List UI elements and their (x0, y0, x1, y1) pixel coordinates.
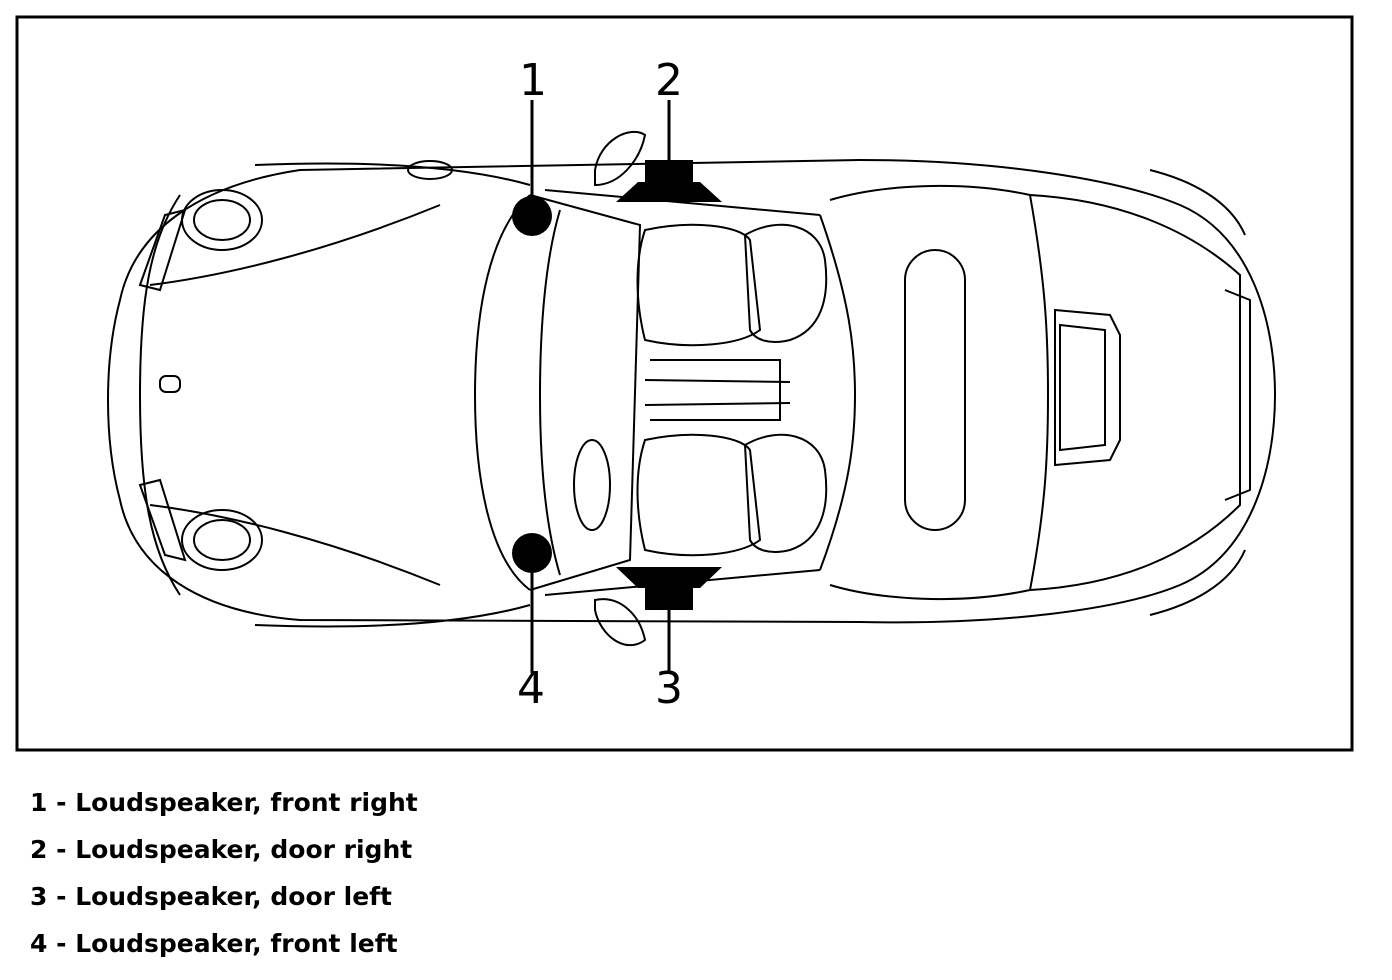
legend-item: 1 - Loudspeaker, front right (30, 788, 730, 835)
diagram-figure: 1 2 3 4 (15, 15, 1354, 752)
legend-separator: - (47, 882, 76, 911)
legend-item-number: 4 (30, 929, 48, 958)
legend-item-label: Loudspeaker, front right (75, 788, 418, 817)
legend-item: 2 - Loudspeaker, door right (30, 835, 730, 882)
car-top-view-diagram (15, 15, 1354, 752)
diagram-frame (15, 15, 1354, 752)
legend-item-number: 1 (30, 788, 48, 817)
speaker-2-marker (616, 160, 722, 202)
legend-item-number: 2 (30, 835, 48, 864)
legend-item: 4 - Loudspeaker, front left (30, 929, 730, 976)
speaker-1-marker (512, 196, 552, 236)
legend-item-label: Loudspeaker, front left (75, 929, 398, 958)
callout-number-4: 4 (517, 663, 545, 714)
legend: 1 - Loudspeaker, front right 2 - Loudspe… (30, 788, 730, 976)
legend-item-label: Loudspeaker, door left (75, 882, 392, 911)
legend-item: 3 - Loudspeaker, door left (30, 882, 730, 929)
legend-item-number: 3 (30, 882, 48, 911)
legend-item-label: Loudspeaker, door right (75, 835, 413, 864)
legend-separator: - (47, 929, 76, 958)
callout-number-3: 3 (655, 663, 683, 714)
callout-number-2: 2 (655, 55, 683, 106)
legend-separator: - (47, 835, 76, 864)
legend-separator: - (47, 788, 76, 817)
car-body (107, 130, 1277, 647)
speaker-3-marker (616, 567, 722, 610)
callout-number-1: 1 (519, 55, 547, 106)
speaker-4-marker (512, 533, 552, 573)
